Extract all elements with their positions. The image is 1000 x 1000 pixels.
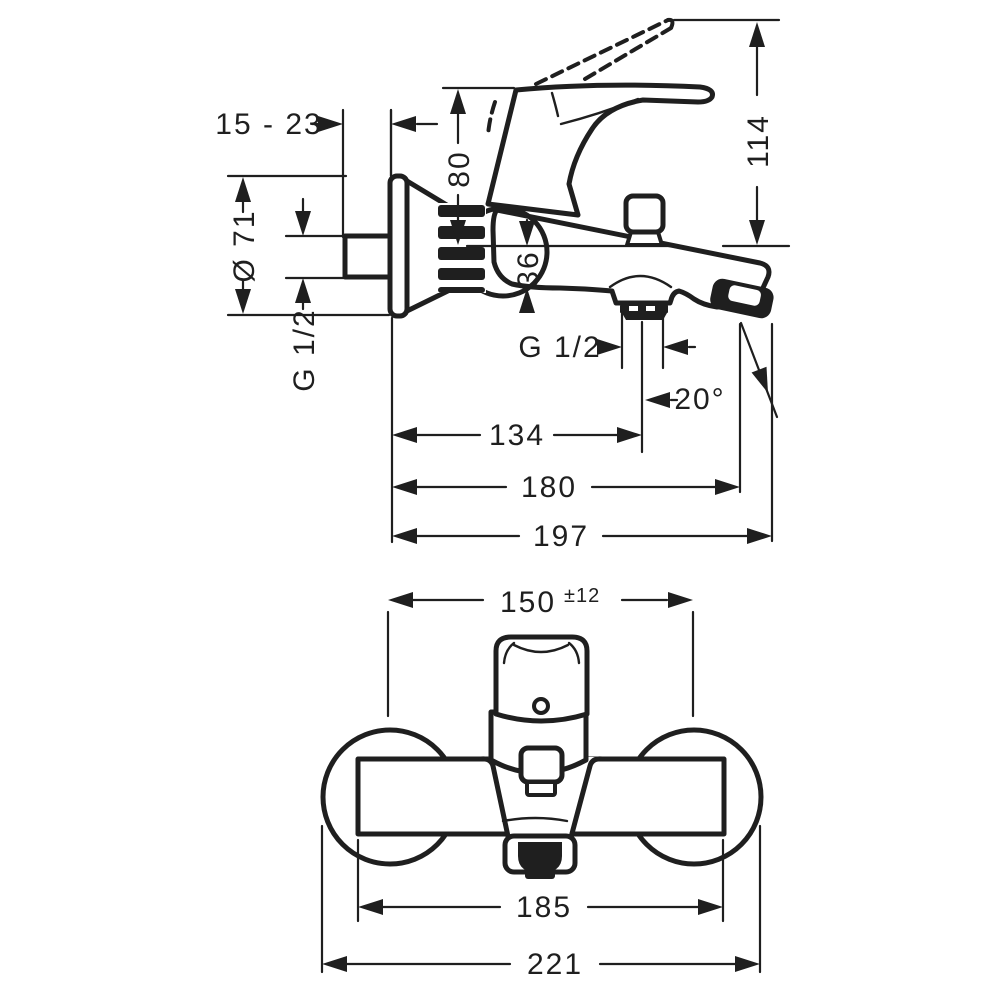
dim-total-projection-label: 197 [533, 520, 589, 553]
connection-nut [437, 203, 486, 293]
handle-front [493, 634, 590, 724]
dim-outlet-thread: G 1/2 [518, 310, 697, 370]
dim-spout-drop: 36 [512, 218, 545, 313]
front-view: 150 ±12 185 221 [320, 585, 764, 981]
shower-outlet [620, 305, 668, 320]
dim-wall-thread: G 1/2 [284, 197, 352, 392]
handle-pin-hole [532, 697, 550, 715]
dim-escutcheon-diameter-label: Ø 71 [228, 209, 261, 282]
dim-aerator-offset: 180 [392, 322, 742, 504]
dim-body-width: 185 [356, 838, 725, 924]
diverter-knob [623, 193, 666, 247]
dim-total-projection: 197 [392, 322, 774, 553]
dim-wall-depth-label: 15 - 23 [215, 108, 322, 141]
dim-outlet-thread-label: G 1/2 [518, 331, 601, 364]
dim-connection-centers: 150 ±12 [386, 585, 695, 718]
lever-detail-line-2 [559, 97, 640, 126]
dim-overall-width: 221 [320, 824, 762, 981]
dim-spout-drop-label: 36 [512, 250, 545, 287]
dim-connection-tolerance-label: ±12 [564, 585, 600, 607]
dim-height-80-label: 80 [443, 150, 476, 187]
dim-spout-angle-label: 20° [674, 383, 725, 416]
dim-height-114: 114 [672, 18, 781, 245]
lever-detail-line-1 [550, 91, 560, 118]
raised-lever-dashed-outline [486, 17, 675, 138]
dim-overall-width-label: 221 [527, 948, 583, 981]
dim-body-width-label: 185 [516, 891, 572, 924]
dim-escutcheon-diameter: Ø 71 [226, 174, 391, 317]
spout-dome-arc [608, 274, 673, 289]
diverter-knob-front [518, 745, 565, 797]
aerator-front [502, 833, 578, 879]
dim-height-80: 80 [441, 86, 516, 245]
wall-nipple [342, 233, 394, 280]
dim-aerator-offset-label: 180 [521, 471, 577, 504]
side-view: 15 - 23 Ø 71 G 1/2 [215, 17, 791, 553]
dim-outlet-offset: 134 [389, 108, 642, 544]
mixer-head-and-lever [485, 82, 715, 218]
escutcheon-rim [387, 173, 410, 319]
dim-height-114-label: 114 [742, 114, 775, 168]
dim-connection-centers-label: 150 [500, 586, 556, 619]
dim-wall-thread-label: G 1/2 [288, 308, 321, 391]
dim-outlet-offset-label: 134 [489, 419, 545, 452]
aerator [710, 278, 774, 319]
